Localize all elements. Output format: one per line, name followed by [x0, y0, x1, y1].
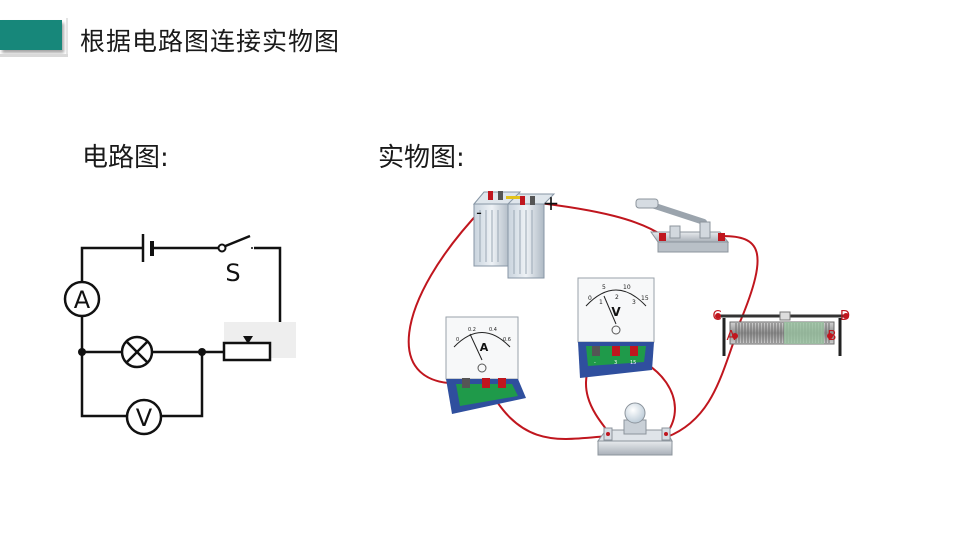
- voltmeter-scale: 0 5 10 15 1 2 3: [588, 284, 649, 306]
- voltmeter-device: [577, 277, 655, 378]
- wire-rheostat-bulb: [666, 337, 736, 438]
- lamp-device: [597, 402, 673, 456]
- title-separator: [66, 18, 68, 56]
- switch-label: S: [225, 259, 240, 287]
- junction-dot-left: [78, 348, 86, 356]
- rheostat-terminal-a: A: [727, 329, 736, 344]
- title-underline: [0, 54, 68, 57]
- switch-contact-left: [217, 243, 227, 253]
- rheostat-terminal-c: C: [712, 309, 721, 324]
- rheostat-terminal-d: D: [840, 309, 850, 324]
- voltmeter-scale-bottom-1: 2: [615, 294, 619, 301]
- circuit-diagram-label: 电路图:: [82, 143, 169, 173]
- junction-dot-right: [198, 348, 206, 356]
- voltmeter-letter: V: [136, 404, 153, 432]
- ammeter-device-letter: A: [480, 341, 489, 354]
- wire-battery-ammeter: [407, 207, 484, 385]
- voltmeter-scale-top-1: 5: [602, 284, 606, 291]
- slide-title: 根据电路图连接实物图: [80, 27, 341, 56]
- voltmeter-scale-bottom-0: 1: [599, 299, 603, 306]
- wire-top-left: [80, 246, 142, 286]
- voltmeter-scale-bottom-2: 3: [632, 299, 636, 306]
- ammeter-scale-1: 0.2: [468, 327, 476, 333]
- rheostat: [715, 311, 849, 356]
- voltmeter-terminal-neg: -: [594, 360, 596, 366]
- switch-contact-right: [251, 247, 253, 249]
- battery-pack: [472, 191, 556, 279]
- ammeter-scale: 0 0.2 0.4 0.6: [456, 327, 511, 343]
- rheostat-slider-arrow: [243, 336, 253, 344]
- voltmeter-terminal-labels: - 3 15: [594, 360, 636, 366]
- ammeter-scale-3: 0.6: [503, 337, 511, 343]
- physical-diagram-label: 实物图:: [378, 143, 465, 173]
- battery-minus-label: -: [476, 203, 482, 222]
- knife-switch: [635, 198, 730, 253]
- wire-battery-switch: [530, 201, 664, 237]
- rheostat-terminal-b: B: [828, 329, 837, 344]
- voltmeter-device-letter: V: [611, 305, 621, 319]
- wire-switch-rheostat: [721, 235, 759, 323]
- switch-blade: [222, 234, 251, 249]
- ammeter-scale-2: 0.4: [489, 327, 497, 333]
- voltmeter-terminal-15: 15: [630, 360, 636, 366]
- rheostat-symbol: [222, 341, 272, 362]
- ammeter-symbol: [63, 280, 101, 318]
- voltmeter-terminal-3: 3: [614, 360, 617, 366]
- voltmeter-scale-top-3: 15: [641, 295, 649, 302]
- ammeter-letter: A: [74, 286, 91, 314]
- wire-volt-right: [161, 352, 204, 418]
- ammeter-device: [445, 316, 526, 414]
- voltmeter-symbol: [125, 398, 163, 436]
- battery-plus-label: +: [543, 191, 560, 215]
- ammeter-scale-0: 0: [456, 337, 459, 343]
- voltmeter-scale-top-0: 0: [588, 295, 592, 302]
- title-accent-block: [0, 20, 62, 50]
- lamp-cross-2: [125, 340, 149, 364]
- voltmeter-scale-top-2: 10: [623, 284, 631, 291]
- wire-volt-left: [80, 352, 127, 418]
